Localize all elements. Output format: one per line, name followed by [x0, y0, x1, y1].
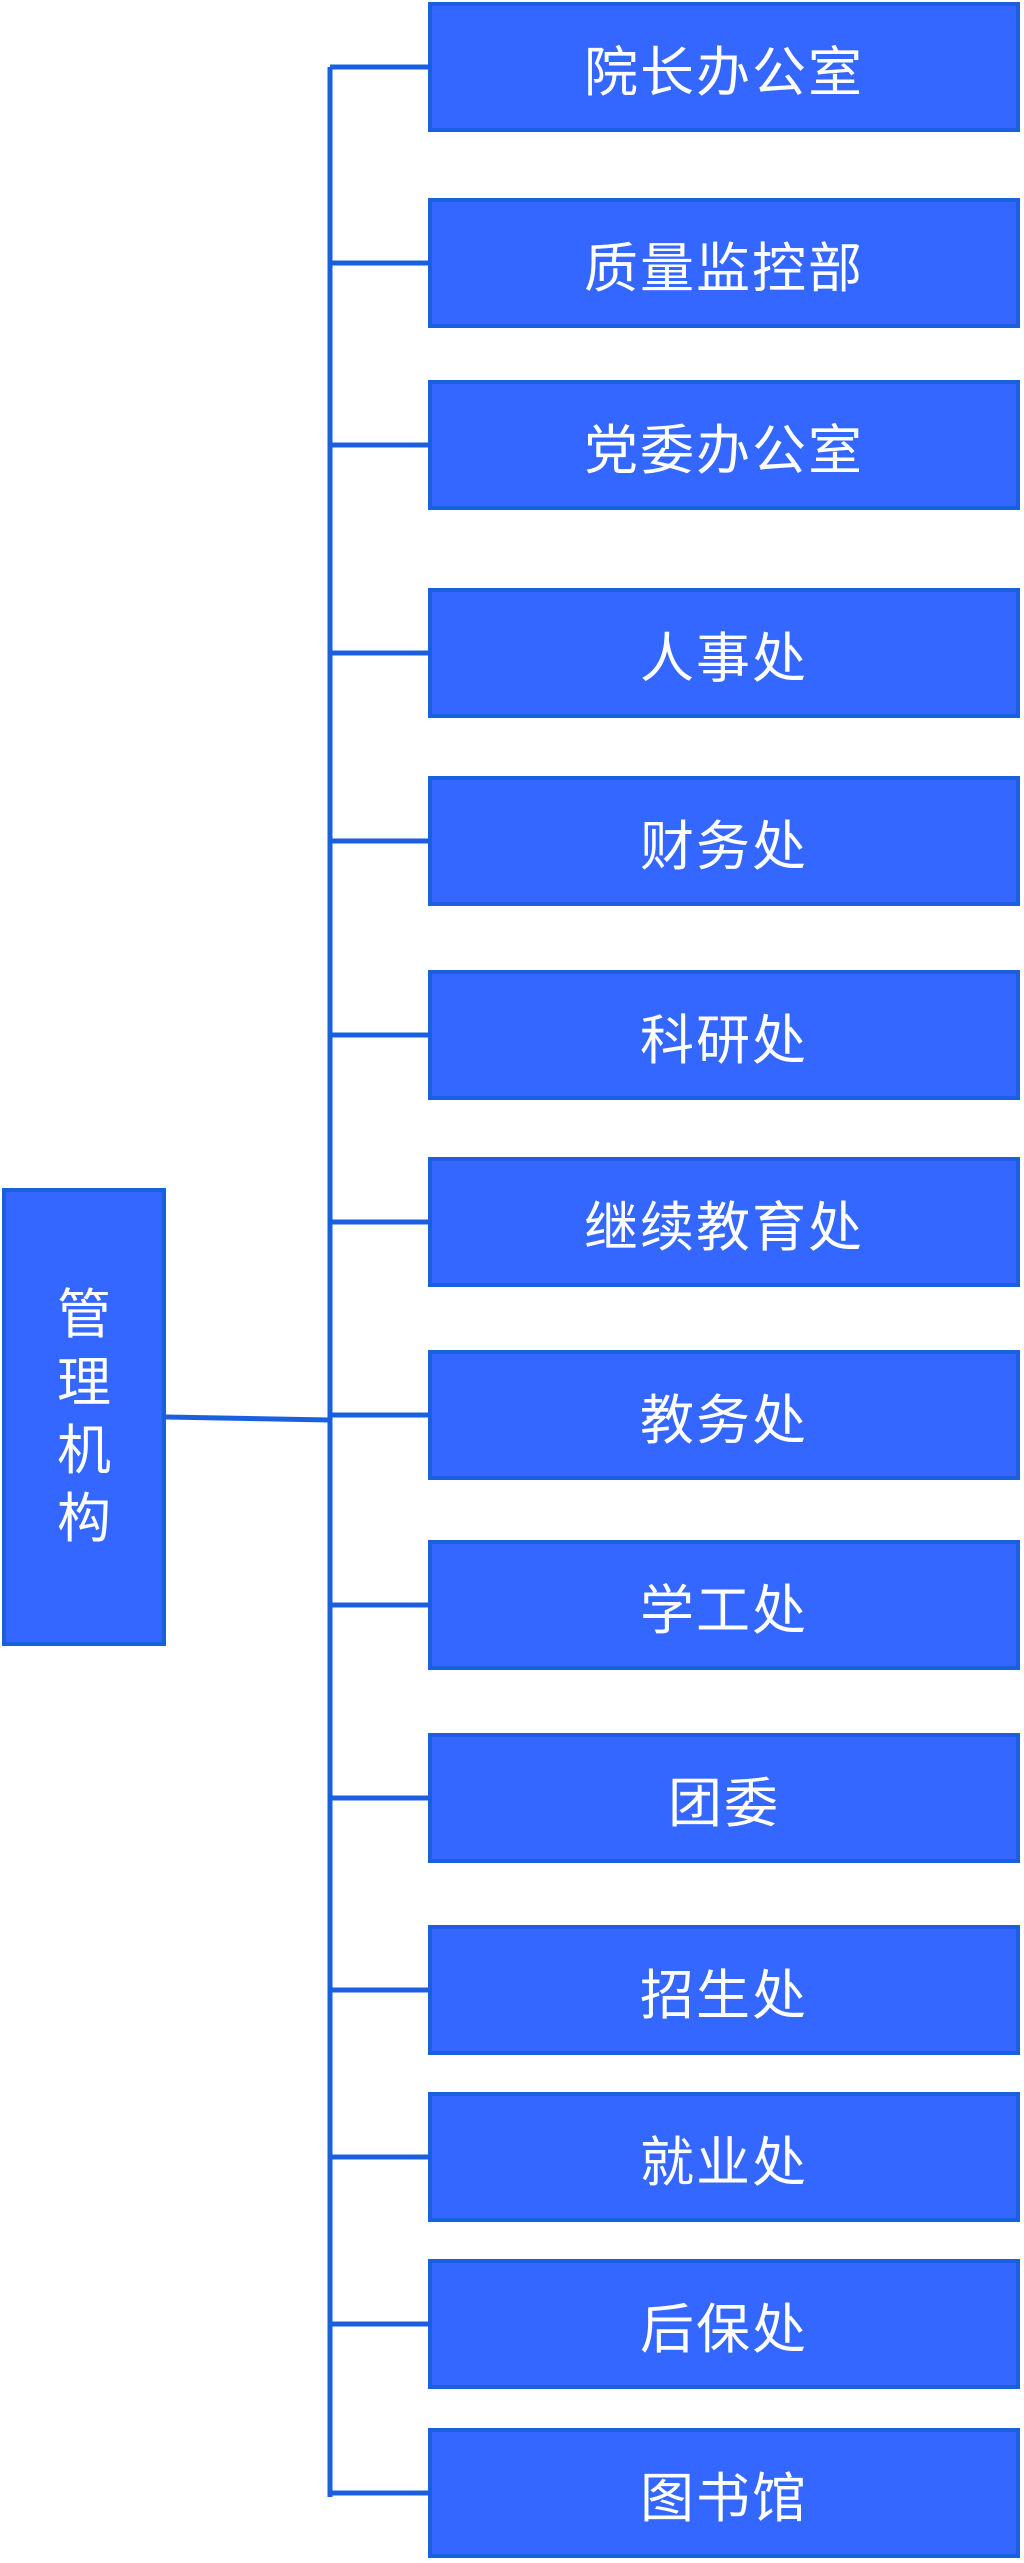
child-label: 继续教育处: [584, 1195, 864, 1259]
child-label: 学工处: [640, 1578, 808, 1642]
child-node: 科研处: [428, 970, 1020, 1100]
child-label: 团委: [668, 1771, 780, 1835]
child-label: 院长办公室: [584, 40, 864, 104]
root-node-management: 管 理 机 构: [2, 1188, 166, 1646]
child-node: 质量监控部: [428, 198, 1020, 328]
child-node: 就业处: [428, 2092, 1020, 2222]
child-node: 人事处: [428, 588, 1020, 718]
child-node: 学工处: [428, 1540, 1020, 1670]
child-node: 团委: [428, 1733, 1020, 1863]
child-label: 财务处: [640, 814, 808, 878]
root-label-char: 机: [57, 1419, 111, 1482]
root-label-char: 理: [57, 1351, 111, 1414]
root-label-char: 管: [57, 1283, 111, 1346]
child-node: 财务处: [428, 776, 1020, 906]
child-label: 后保处: [640, 2297, 808, 2361]
child-node: 招生处: [428, 1925, 1020, 2055]
child-node: 后保处: [428, 2259, 1020, 2389]
child-label: 就业处: [640, 2130, 808, 2194]
child-node: 党委办公室: [428, 380, 1020, 510]
branch-lines: [330, 64, 428, 2496]
child-label: 质量监控部: [584, 236, 864, 300]
root-connector: [165, 1414, 331, 1423]
child-label: 图书馆: [640, 2466, 808, 2530]
child-node: 院长办公室: [428, 2, 1020, 132]
child-node: 继续教育处: [428, 1157, 1020, 1287]
child-label: 科研处: [640, 1008, 808, 1072]
root-label-char: 构: [57, 1487, 111, 1550]
child-node: 教务处: [428, 1350, 1020, 1480]
child-label: 党委办公室: [584, 418, 864, 482]
child-label: 招生处: [640, 1963, 808, 2027]
child-label: 人事处: [640, 626, 808, 690]
child-node: 图书馆: [428, 2428, 1020, 2558]
child-label: 教务处: [640, 1388, 808, 1452]
